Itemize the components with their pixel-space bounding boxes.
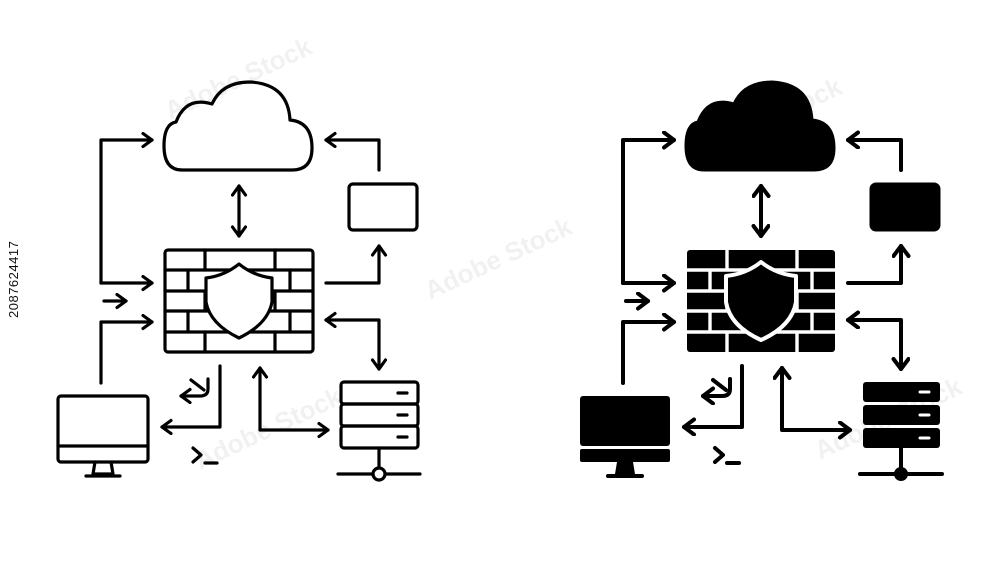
monitor-icon [580, 396, 670, 478]
firewall-server-arrow [782, 366, 852, 430]
solid-variant [580, 80, 944, 481]
window-cloud-arrow [846, 140, 903, 172]
left-cloud-arrow [99, 140, 154, 285]
monitor-firewall-arrow [621, 322, 676, 385]
server-icon [336, 380, 422, 482]
shield-icon [724, 260, 798, 342]
firewall-server-right-arrow [324, 320, 379, 371]
window-icon [869, 182, 941, 232]
outline-variant [56, 80, 422, 482]
monitor-icon [56, 394, 150, 478]
shield-icon [204, 262, 274, 340]
terminal-prompt-icon [191, 446, 219, 465]
cloud-icon [162, 80, 314, 172]
return-tick [711, 378, 728, 392]
server-icon [858, 382, 944, 481]
firewall-server-arrow [260, 366, 330, 430]
cloud-icon [684, 80, 836, 172]
return-loop-arrow [701, 377, 732, 396]
watermark-text: Adobe Stock [420, 211, 577, 306]
firewall-window-arrow [324, 244, 379, 285]
return-loop-arrow [179, 377, 210, 396]
firewall-monitor-arrow [160, 364, 222, 427]
firewall-server-right-arrow [846, 320, 901, 371]
window-cloud-arrow [324, 140, 381, 172]
firewall-window-arrow [846, 244, 901, 285]
window-icon [347, 182, 419, 232]
stock-id-label: 2087624417 [6, 240, 21, 318]
return-tick [189, 378, 206, 392]
monitor-firewall-arrow [99, 322, 154, 385]
watermark-layer: Adobe Stock Adobe Stock Adobe Stock Adob… [160, 31, 967, 476]
left-cloud-arrow [621, 140, 676, 285]
firewall-monitor-arrow [682, 364, 744, 427]
firewall-icon [163, 248, 315, 354]
terminal-prompt-icon [713, 446, 741, 465]
